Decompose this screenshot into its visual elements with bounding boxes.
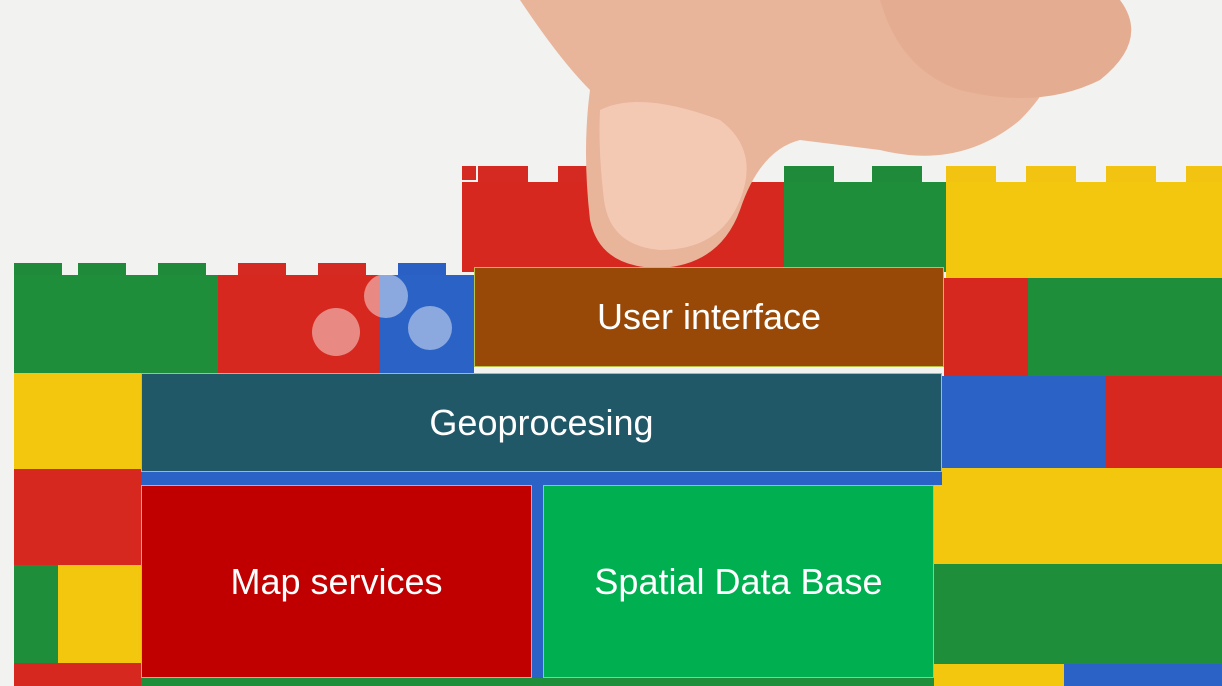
spatial-data-base-layer: Spatial Data Base: [543, 485, 934, 678]
map-services-label: Map services: [230, 560, 443, 602]
watermark-logo: [312, 274, 452, 356]
user-interface-label: User interface: [596, 296, 822, 337]
brick-studs-top-left: [14, 263, 446, 275]
user-interface-layer: User interface: [474, 267, 944, 367]
map-services-layer: Map services: [141, 485, 532, 678]
spatial-data-base-label: Spatial Data Base: [594, 560, 883, 602]
geoprocessing-label: Geoprocesing: [429, 401, 654, 443]
hand-graphic: [520, 0, 1132, 268]
geoprocessing-layer: Geoprocesing: [141, 373, 942, 472]
